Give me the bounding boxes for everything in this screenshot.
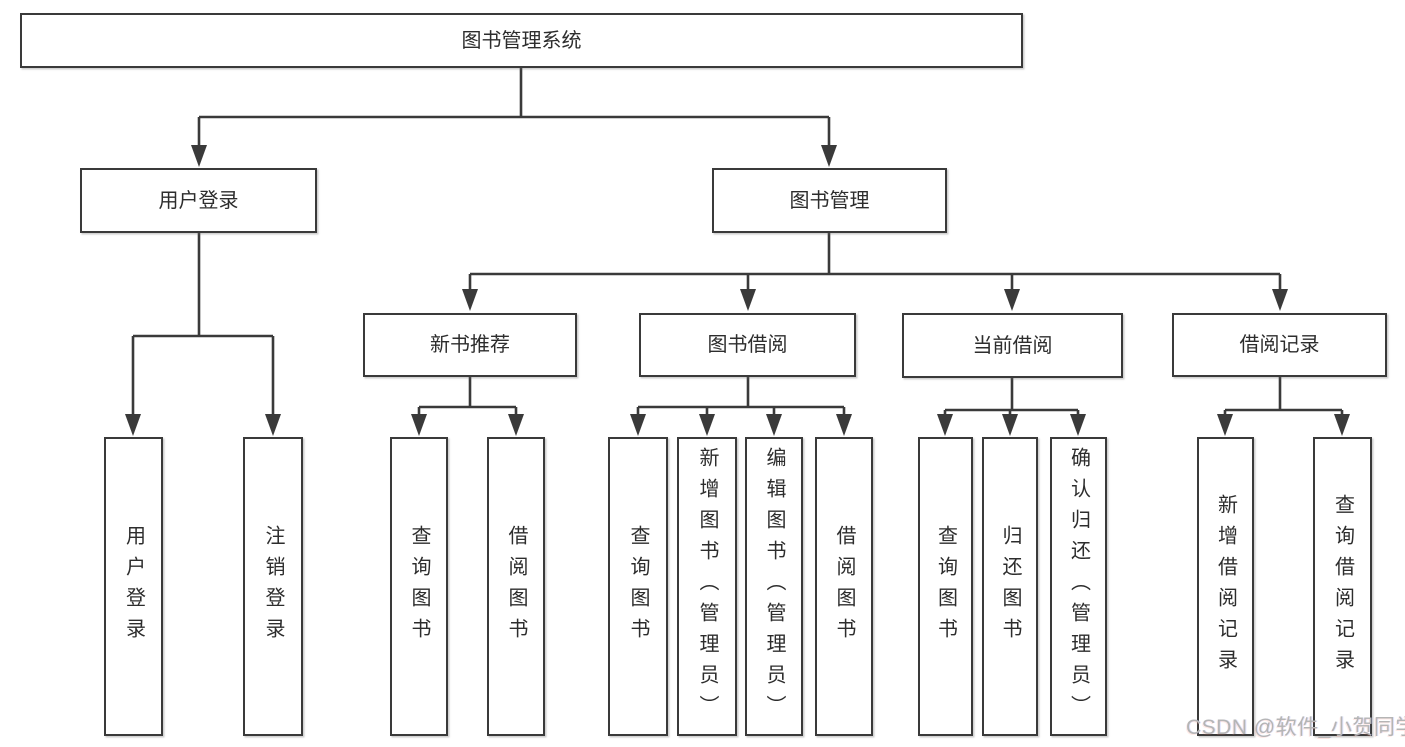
leaf-query-borrow-record-label: 查询借阅记录 bbox=[1331, 493, 1354, 680]
leaf-user-login: 用户登录 bbox=[104, 437, 163, 736]
connector-borrow-records-children bbox=[1223, 377, 1344, 425]
leaf-logout-label: 注销登录 bbox=[262, 524, 284, 649]
node-current-borrow: 当前借阅 bbox=[902, 313, 1123, 378]
leaf-borrow-books-recommend-label: 借阅图书 bbox=[505, 524, 527, 649]
node-book-management: 图书管理 bbox=[712, 168, 947, 233]
leaf-borrow-books-recommend: 借阅图书 bbox=[487, 437, 545, 736]
connector-book-management-children bbox=[468, 233, 1282, 298]
node-book-management-label: 图书管理 bbox=[789, 189, 870, 212]
leaf-query-borrow-record: 查询借阅记录 bbox=[1313, 437, 1372, 736]
leaf-confirm-return-admin-label: 确认归还（管理员） bbox=[1067, 447, 1090, 726]
leaf-query-books-borrow: 查询图书 bbox=[608, 437, 668, 736]
leaf-borrow-books-borrow: 借阅图书 bbox=[815, 437, 873, 736]
connector-new-book-recommend-children bbox=[417, 377, 518, 425]
leaf-query-books-borrow-label: 查询图书 bbox=[627, 524, 649, 649]
leaf-add-book-admin-label: 新增图书（管理员） bbox=[696, 447, 718, 726]
node-book-borrow-label: 图书借阅 bbox=[707, 334, 788, 356]
node-library-system: 图书管理系统 bbox=[20, 13, 1023, 68]
node-new-book-recommend: 新书推荐 bbox=[363, 313, 577, 377]
leaf-borrow-books-borrow-label: 借阅图书 bbox=[833, 524, 855, 649]
leaf-confirm-return-admin: 确认归还（管理员） bbox=[1050, 437, 1107, 736]
node-borrow-records: 借阅记录 bbox=[1172, 313, 1387, 377]
watermark: CSDN @软件_小贺同学 bbox=[1186, 716, 1405, 739]
leaf-edit-book-admin: 编辑图书（管理员） bbox=[745, 437, 803, 736]
leaf-add-book-admin: 新增图书（管理员） bbox=[677, 437, 737, 736]
connector-book-borrow-children bbox=[636, 377, 846, 425]
node-user-login-label: 用户登录 bbox=[158, 189, 239, 212]
connector-user-login-children bbox=[131, 233, 275, 425]
node-new-book-recommend-label: 新书推荐 bbox=[430, 334, 510, 356]
node-book-borrow: 图书借阅 bbox=[639, 313, 856, 377]
node-current-borrow-label: 当前借阅 bbox=[972, 334, 1053, 357]
leaf-edit-book-admin-label: 编辑图书（管理员） bbox=[763, 447, 785, 726]
leaf-logout: 注销登录 bbox=[243, 437, 303, 736]
leaf-user-login-label: 用户登录 bbox=[122, 524, 145, 649]
leaf-return-book-label: 归还图书 bbox=[999, 524, 1021, 649]
leaf-return-book: 归还图书 bbox=[982, 437, 1038, 736]
node-borrow-records-label: 借阅记录 bbox=[1239, 334, 1320, 356]
leaf-query-books-recommend-label: 查询图书 bbox=[408, 524, 430, 649]
connector-root-to-level2 bbox=[197, 68, 831, 150]
leaf-add-borrow-record-label: 新增借阅记录 bbox=[1214, 493, 1237, 680]
leaf-query-books-current: 查询图书 bbox=[918, 437, 973, 736]
node-user-login: 用户登录 bbox=[80, 168, 317, 233]
leaf-query-books-recommend: 查询图书 bbox=[390, 437, 448, 736]
arrowhead-icons bbox=[125, 145, 1350, 436]
node-library-system-label: 图书管理系统 bbox=[461, 29, 582, 52]
leaf-query-books-current-label: 查询图书 bbox=[934, 524, 957, 649]
leaf-add-borrow-record: 新增借阅记录 bbox=[1197, 437, 1254, 736]
